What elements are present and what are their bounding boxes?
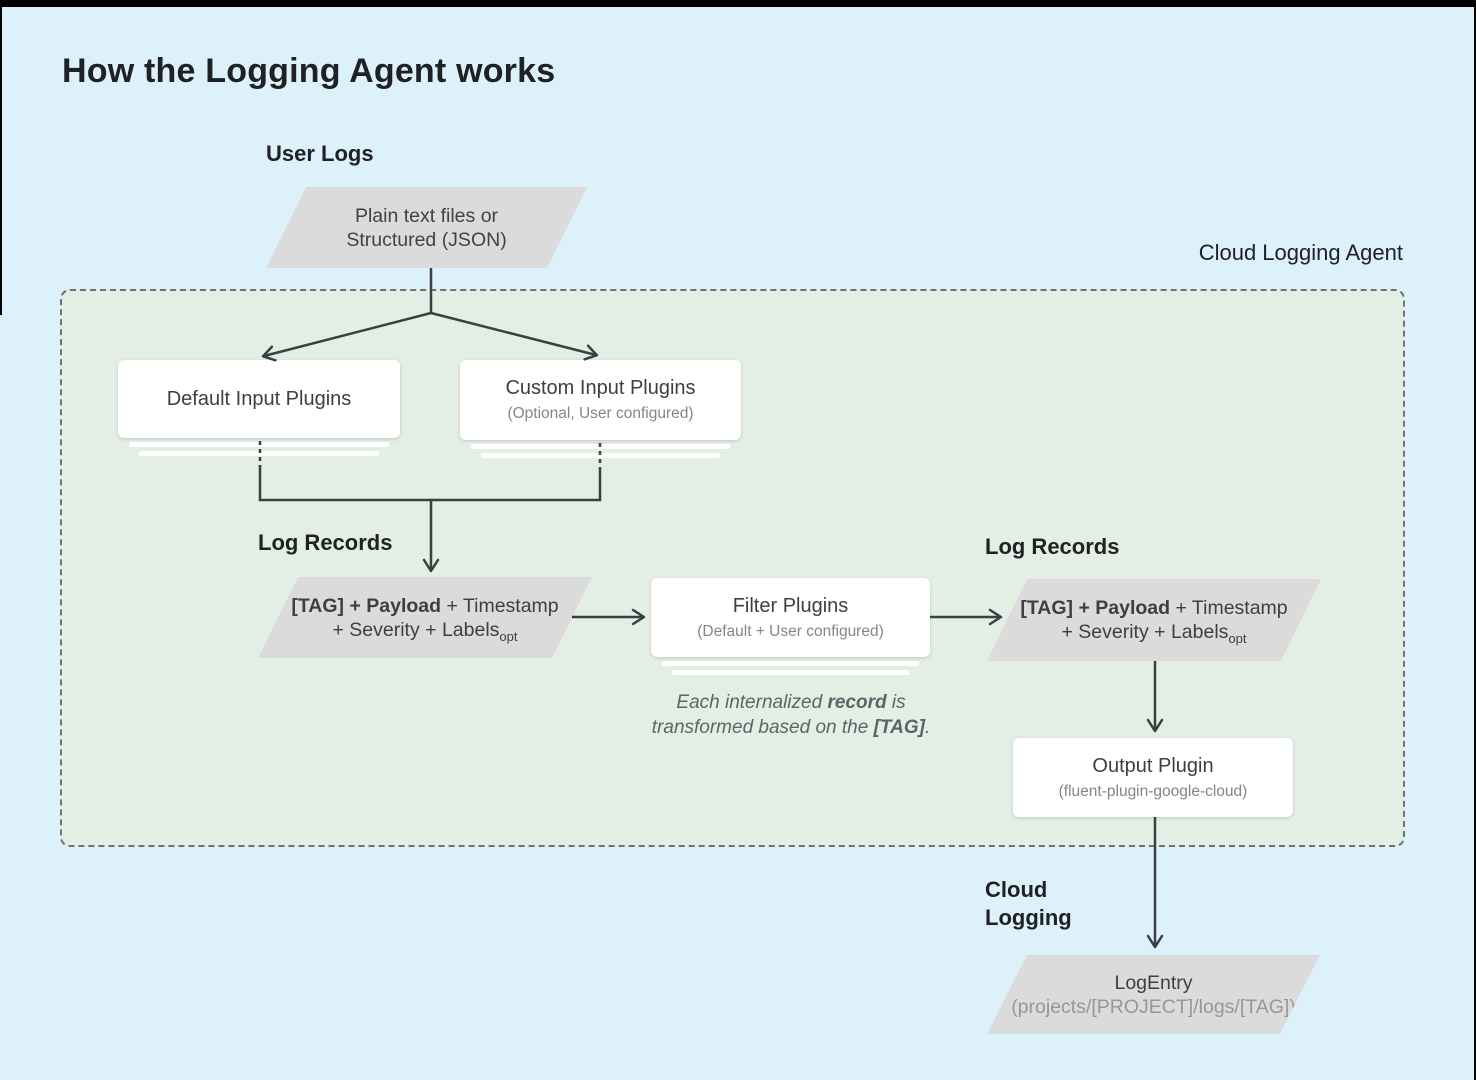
user-logs-shape: Plain text files or Structured (JSON) bbox=[266, 187, 587, 268]
log-records-right-label: Log Records bbox=[985, 534, 1120, 559]
default-input-plugins-title: Default Input Plugins bbox=[166, 387, 352, 410]
filter-plugins-subtitle: (Default + User configured) bbox=[697, 622, 884, 640]
cloud-logging-label-line1: Cloud bbox=[985, 877, 1048, 902]
output-plugin-node: Output Plugin (fluent-plugin-google-clou… bbox=[1013, 738, 1293, 817]
log-record-right-line2: + Severity + Labelsopt bbox=[1061, 620, 1246, 644]
stack-layer-icon bbox=[139, 451, 379, 456]
log-record-left-line1: [TAG] + Payload + Timestamp bbox=[291, 594, 558, 618]
log-record-right-line2-text: + Severity + Labels bbox=[1061, 621, 1229, 643]
note-bold-record: record bbox=[827, 692, 887, 713]
log-record-left-line2-text: + Severity + Labels bbox=[332, 618, 500, 641]
log-record-left-subscript: opt bbox=[499, 628, 518, 644]
log-entry-subtitle: (projects/[PROJECT]/logs/[TAG]) bbox=[1011, 995, 1296, 1018]
log-records-left-label: Log Records bbox=[258, 530, 393, 555]
log-record-right-line1: [TAG] + Payload + Timestamp bbox=[1020, 596, 1287, 620]
screen-edge-top bbox=[0, 0, 1476, 7]
log-record-left-line2: + Severity + Labelsopt bbox=[332, 618, 517, 642]
output-plugin-title: Output Plugin bbox=[1092, 754, 1214, 777]
filter-plugins-title: Filter Plugins bbox=[732, 594, 849, 617]
log-entry-title: LogEntry bbox=[1114, 971, 1193, 994]
stack-layer-icon bbox=[481, 453, 720, 458]
log-record-left-shape: [TAG] + Payload + Timestamp + Severity +… bbox=[258, 577, 592, 658]
log-entry-shape: LogEntry (projects/[PROJECT]/logs/[TAG]) bbox=[987, 955, 1320, 1034]
user-logs-line2: Structured (JSON) bbox=[346, 228, 507, 251]
cloud-logging-agent-label: Cloud Logging Agent bbox=[1198, 240, 1403, 265]
default-input-plugins-node: Default Input Plugins bbox=[118, 360, 400, 456]
stack-layer-icon bbox=[129, 442, 389, 447]
screen-edge-left bbox=[0, 0, 2, 315]
user-logs-line1: Plain text files or bbox=[354, 204, 499, 227]
log-record-left-bold: [TAG] + Payload bbox=[291, 594, 442, 617]
screen-edge-right bbox=[1474, 0, 1476, 1080]
stack-layer-icon bbox=[672, 670, 909, 675]
log-record-right-rest: + Timestamp bbox=[1170, 597, 1288, 619]
cloud-logging-label-line2: Logging bbox=[985, 905, 1072, 930]
transform-note: Each internalized record is transformed … bbox=[626, 690, 956, 740]
output-plugin-subtitle: (fluent-plugin-google-cloud) bbox=[1058, 782, 1248, 800]
note-part3: . bbox=[924, 717, 931, 738]
cloud-logging-label: Cloud Logging bbox=[985, 876, 1072, 932]
filter-plugins-node: Filter Plugins (Default + User configure… bbox=[651, 578, 930, 675]
log-record-right-subscript: opt bbox=[1228, 630, 1247, 646]
note-part2: is transformed based on the bbox=[651, 692, 906, 738]
custom-input-plugins-title: Custom Input Plugins bbox=[505, 377, 696, 399]
custom-input-plugins-subtitle: (Optional, User configured) bbox=[507, 405, 694, 422]
user-logs-label: User Logs bbox=[266, 141, 374, 166]
log-record-left-rest: + Timestamp bbox=[441, 594, 559, 617]
stack-layer-icon bbox=[471, 444, 730, 449]
note-part1: Each internalized bbox=[676, 692, 828, 713]
log-record-right-bold: [TAG] + Payload bbox=[1020, 597, 1171, 619]
page-title: How the Logging Agent works bbox=[62, 52, 556, 90]
stack-layer-icon bbox=[662, 661, 919, 666]
note-bold-tag: [TAG] bbox=[873, 717, 925, 738]
log-record-right-shape: [TAG] + Payload + Timestamp + Severity +… bbox=[987, 579, 1321, 661]
custom-input-plugins-node: Custom Input Plugins (Optional, User con… bbox=[460, 360, 741, 458]
